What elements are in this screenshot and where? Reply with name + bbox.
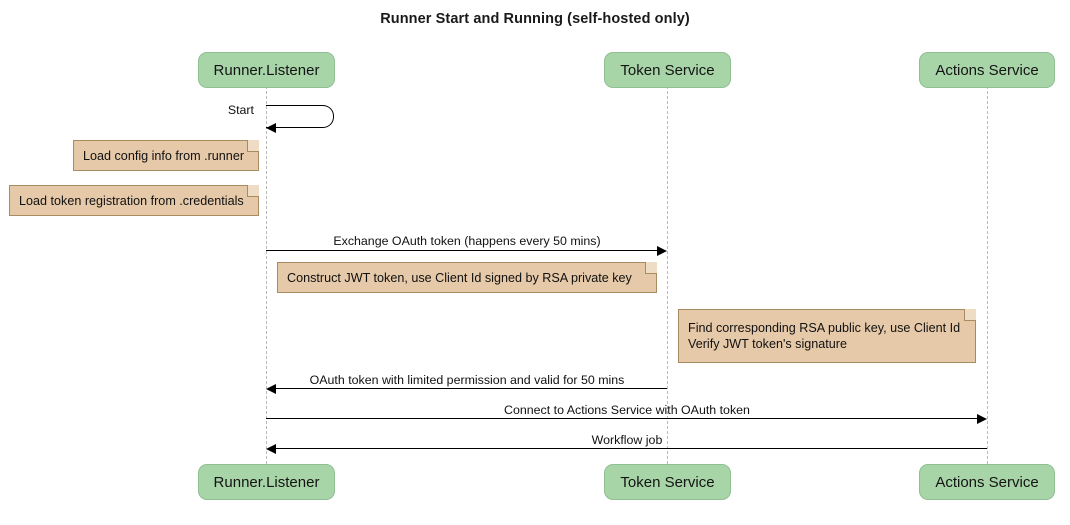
page-title: Runner Start and Running (self-hosted on…: [380, 11, 690, 27]
note-fold-icon: [247, 185, 259, 197]
participant-token-bottom[interactable]: Token Service: [604, 464, 731, 500]
message-arrowhead-oauth-token-reply: [266, 384, 276, 394]
message-line-exchange-oauth-token: [266, 250, 658, 251]
message-label-start: Start: [227, 103, 254, 117]
lifeline-token: [667, 86, 668, 464]
participant-label: Runner.Listener: [213, 473, 320, 491]
message-arrowhead-connect-actions-service: [977, 414, 987, 424]
participant-runner-top[interactable]: Runner.Listener: [198, 52, 335, 88]
message-arrowhead-workflow-job: [266, 444, 276, 454]
note-construct-jwt: Construct JWT token, use Client Id signe…: [277, 262, 657, 293]
note-fold-icon: [645, 262, 657, 274]
message-label-oauth-token-reply: OAuth token with limited permission and …: [309, 373, 625, 387]
message-label-workflow-job: Workflow job: [591, 433, 663, 447]
message-start-loop: [266, 105, 334, 128]
message-arrowhead-exchange-oauth-token: [657, 246, 667, 256]
participant-label: Runner.Listener: [213, 61, 320, 79]
note-verify-jwt: Find corresponding RSA public key, use C…: [678, 309, 976, 363]
note-fold-icon: [247, 140, 259, 152]
message-line-connect-actions-service: [266, 418, 977, 419]
participant-actions-bottom[interactable]: Actions Service: [919, 464, 1055, 500]
message-label-exchange-oauth-token: Exchange OAuth token (happens every 50 m…: [333, 234, 601, 248]
note-text: Construct JWT token, use Client Id signe…: [287, 270, 632, 285]
note-text: Load config info from .runner: [83, 148, 245, 163]
message-line-workflow-job: [270, 448, 987, 449]
participant-actions-top[interactable]: Actions Service: [919, 52, 1055, 88]
note-load-config: Load config info from .runner: [73, 140, 259, 171]
message-start-arrowhead: [266, 123, 276, 133]
lifeline-actions: [987, 86, 988, 464]
note-fold-icon: [964, 309, 976, 321]
message-label-connect-actions-service: Connect to Actions Service with OAuth to…: [504, 403, 750, 417]
lifeline-runner: [266, 86, 267, 464]
participant-runner-bottom[interactable]: Runner.Listener: [198, 464, 335, 500]
note-load-token-registration: Load token registration from .credential…: [9, 185, 259, 216]
participant-label: Actions Service: [935, 61, 1039, 79]
note-text: Load token registration from .credential…: [19, 193, 244, 208]
participant-token-top[interactable]: Token Service: [604, 52, 731, 88]
message-line-oauth-token-reply: [270, 388, 667, 389]
note-text: Find corresponding RSA public key, use C…: [688, 321, 961, 351]
participant-label: Actions Service: [935, 473, 1039, 491]
participant-label: Token Service: [620, 473, 715, 491]
participant-label: Token Service: [620, 61, 715, 79]
